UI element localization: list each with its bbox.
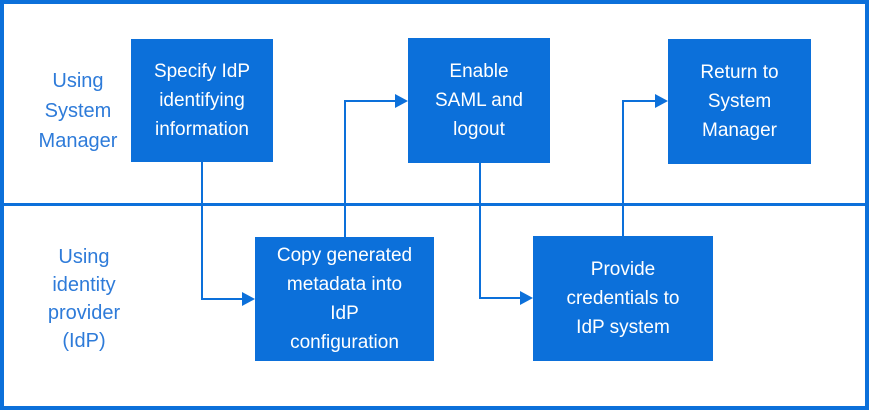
lane-divider: [0, 203, 869, 206]
connector-line: [479, 297, 521, 299]
step-copy-metadata: Copy generated metadata into IdP configu…: [255, 237, 434, 361]
connector-line: [201, 162, 203, 299]
connector-line: [344, 100, 346, 237]
lane-identity-provider: Using identity provider (IdP): [0, 206, 869, 406]
connector-line: [622, 100, 624, 236]
connector-line: [201, 298, 243, 300]
lane-label-system-manager: Using System Manager: [38, 70, 118, 152]
step-specify-idp: Specify IdP identifying information: [131, 39, 273, 162]
arrow-right-icon: [655, 94, 668, 108]
step-provide-credentials: Provide credentials to IdP system: [533, 236, 713, 361]
arrow-right-icon: [395, 94, 408, 108]
connector-line: [479, 163, 481, 299]
step-enable-saml: Enable SAML and logout: [408, 38, 550, 163]
lane-label-identity-provider: Using identity provider (IdP): [47, 246, 121, 352]
connector-line: [622, 100, 656, 102]
lane-system-manager: Using System Manager: [0, 4, 869, 203]
arrow-right-icon: [242, 292, 255, 306]
step-return-system-manager: Return to System Manager: [668, 39, 811, 164]
connector-line: [344, 100, 396, 102]
arrow-right-icon: [520, 291, 533, 305]
